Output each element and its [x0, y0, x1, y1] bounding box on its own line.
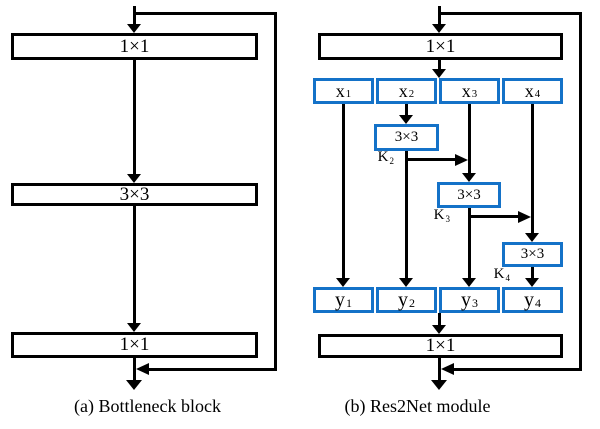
- b-output-y1-sub: 1: [346, 295, 352, 310]
- a-conv-top-box: 1×1: [11, 33, 258, 60]
- b-k3-label-sub: 3: [445, 213, 451, 224]
- b-split-x1-sub: 1: [345, 88, 352, 101]
- a-conv-mid-label: 3×3: [119, 183, 150, 205]
- b-output-y1-label: y: [335, 288, 345, 311]
- b-k2-label-sub: 2: [389, 155, 395, 166]
- b-k4-label-sub: 4: [505, 272, 511, 283]
- b-conv-in-label: 1×1: [425, 35, 456, 57]
- a-arrowhead-1-icon: [127, 174, 141, 183]
- b-output-to-conv-line: [438, 313, 441, 326]
- b-final-output-line: [438, 358, 441, 381]
- a-conv-bottom-box: 1×1: [11, 332, 258, 358]
- b-output-y3-label: y: [461, 288, 471, 311]
- b-split-x3-label: x: [461, 80, 471, 101]
- b-caption: (b) Res2Net module: [344, 396, 491, 416]
- a-connector-1: [133, 60, 136, 174]
- b-k2-branch-arrowhead-icon: [455, 154, 468, 166]
- b-k3-output-line: [468, 208, 471, 278]
- a-input-line: [133, 6, 136, 27]
- b-k4-output-line: [531, 267, 534, 279]
- b-conv-in-to-split-line: [438, 60, 441, 70]
- b-k4-conv-label: 3×3: [520, 246, 545, 262]
- b-k3-branch-arrowhead-icon: [518, 211, 531, 223]
- b-x1-line: [342, 104, 345, 278]
- a-input-arrowhead-icon: [127, 24, 141, 33]
- b-k2-branch-line: [406, 158, 456, 161]
- b-output-y2-label: y: [398, 288, 408, 311]
- b-y2-arrowhead-icon: [399, 278, 413, 287]
- a-arrowhead-2-icon: [127, 323, 141, 332]
- b-conv-in-box: 1×1: [318, 33, 563, 60]
- b-k2-output-line: [405, 151, 408, 278]
- b-k4-conv-box: 3×3: [502, 242, 563, 267]
- b-y3-arrowhead-icon: [462, 278, 476, 287]
- b-conv-out-label: 1×1: [425, 335, 456, 356]
- b-skip-vertical-line: [579, 12, 582, 371]
- b-k3-conv-label: 3×3: [457, 186, 481, 203]
- b-x2-line: [405, 104, 408, 115]
- b-k3-branch-line: [469, 215, 519, 218]
- b-output-y4-sub: 4: [535, 295, 541, 310]
- b-split-x1-label: x: [335, 80, 345, 101]
- b-k3-label: K3: [414, 207, 450, 224]
- b-split-x2-label: x: [398, 80, 408, 101]
- b-split-x4-sub: 4: [534, 88, 541, 101]
- b-k2-label-base: K: [377, 149, 389, 165]
- b-y1-arrowhead-icon: [336, 278, 350, 287]
- a-skip-vertical-line: [274, 12, 277, 371]
- b-k2-arrowhead-icon: [399, 115, 413, 124]
- b-output-y4-label: y: [524, 288, 534, 311]
- b-split-x3-sub: 3: [471, 88, 478, 101]
- a-skip-top-line: [134, 12, 277, 15]
- b-split-arrowhead-icon: [432, 69, 446, 78]
- b-input-line: [438, 6, 441, 27]
- a-output-arrowhead-icon: [126, 380, 142, 390]
- b-x4-line: [531, 104, 534, 233]
- a-conv-top-label: 1×1: [119, 35, 150, 57]
- b-k4-label-base: K: [493, 266, 505, 282]
- a-connector-2: [133, 206, 136, 323]
- b-k2-conv-label: 3×3: [394, 129, 419, 145]
- a-caption: (a) Bottleneck block: [74, 396, 221, 416]
- b-k2-label: K2: [358, 149, 394, 166]
- b-split-x4-label: x: [524, 80, 534, 101]
- a-skip-merge-line: [148, 368, 277, 371]
- a-conv-bottom-label: 1×1: [119, 334, 150, 355]
- a-skip-merge-arrowhead-icon: [136, 363, 149, 375]
- a-output-line: [133, 358, 136, 381]
- b-k4-arrowhead-icon: [525, 233, 539, 242]
- b-output-y2-sub: 2: [409, 295, 415, 310]
- a-conv-mid-box: 3×3: [11, 183, 258, 206]
- b-k3-arrowhead-icon: [462, 173, 476, 182]
- b-final-arrowhead-icon: [431, 380, 447, 390]
- b-conv-out-arrowhead-icon: [432, 325, 446, 334]
- b-skip-merge-line: [453, 368, 582, 371]
- b-k3-label-base: K: [433, 207, 445, 223]
- b-x3-line: [468, 104, 471, 173]
- b-input-arrowhead-icon: [432, 24, 446, 33]
- b-k3-conv-box: 3×3: [437, 182, 501, 208]
- b-k4-label: K4: [474, 266, 510, 283]
- b-conv-out-box: 1×1: [318, 334, 563, 358]
- b-split-x2-sub: 2: [408, 88, 415, 101]
- b-y4-arrowhead-icon: [525, 278, 539, 287]
- b-output-y3-sub: 3: [472, 295, 478, 310]
- b-skip-merge-arrowhead-icon: [441, 363, 454, 375]
- b-skip-top-line: [439, 12, 582, 15]
- b-k2-conv-box: 3×3: [374, 124, 439, 151]
